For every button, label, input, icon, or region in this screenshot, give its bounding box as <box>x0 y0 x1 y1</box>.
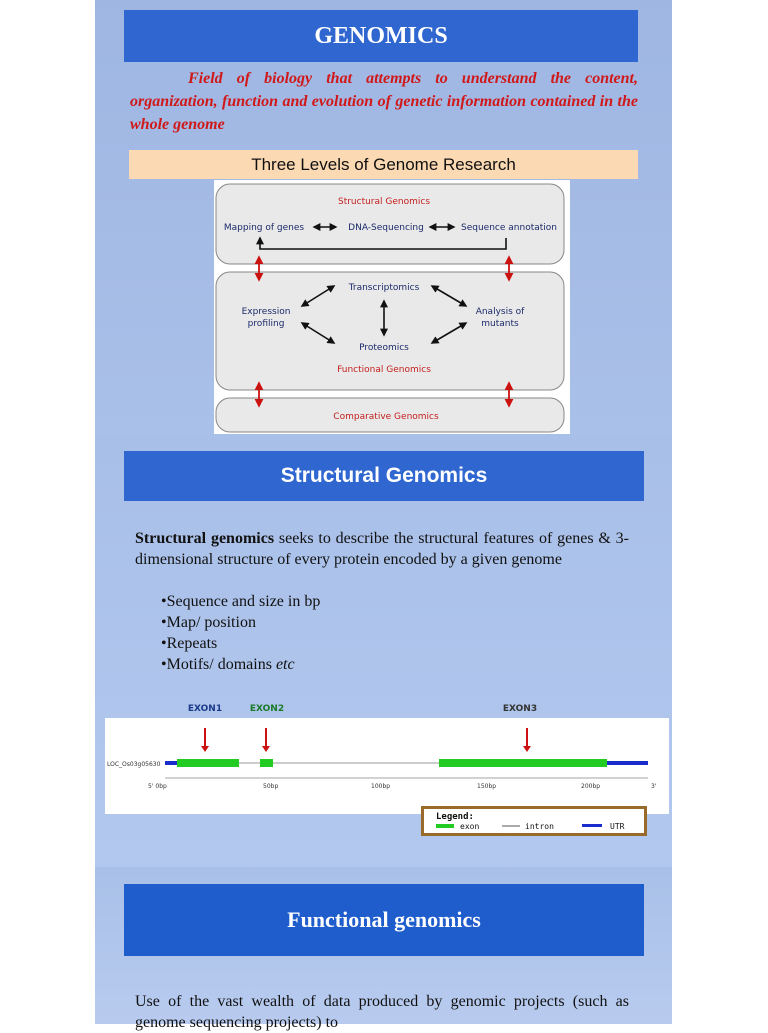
legend-exon-swatch <box>436 824 454 828</box>
list-item: Motifs/ domains etc <box>161 654 320 675</box>
proteomics-label: Proteomics <box>359 343 409 353</box>
structural-term: Structural genomics <box>135 530 275 547</box>
functional-description: Use of the vast wealth of data produced … <box>135 993 629 1031</box>
exon3-block <box>439 759 607 767</box>
slide-title: GENOMICS <box>124 10 638 62</box>
mapping-label: Mapping of genes <box>224 223 305 233</box>
slide-genomics: GENOMICS Field of biology that attempts … <box>95 0 672 434</box>
slide-title: Structural Genomics <box>124 451 644 501</box>
structural-description: Structural genomics seeks to describe th… <box>135 528 629 570</box>
comparative-box <box>215 397 565 433</box>
expression-label-1: Expression <box>242 307 291 317</box>
exon2-label: EXON2 <box>250 704 284 714</box>
levels-heading: Three Levels of Genome Research <box>129 150 638 179</box>
list-item: Repeats <box>161 633 320 654</box>
arrow-expression-proteomics <box>300 322 336 344</box>
legend-exon: exon <box>460 822 479 831</box>
legend-utr: UTR <box>610 822 625 831</box>
exon2-block <box>260 759 273 767</box>
arrow-proteomics-mutants <box>430 322 468 344</box>
functional-label: Functional Genomics <box>337 365 431 375</box>
tick-label: 50bp <box>263 783 278 790</box>
utr-5prime <box>165 761 177 765</box>
mutants-label-2: mutants <box>481 319 519 329</box>
tick-label: 150bp <box>477 783 496 790</box>
utr-3prime <box>607 761 648 765</box>
exon1-label: EXON1 <box>188 704 222 714</box>
list-item-italic: etc <box>275 656 295 673</box>
tick-label: 5' 0bp <box>148 783 167 790</box>
structural-label: Structural Genomics <box>338 197 430 207</box>
list-item: Sequence and size in bp <box>161 591 321 612</box>
tick-label: 100bp <box>371 783 390 790</box>
gene-structure-figure: EXON1 EXON2 EXON3 LOC_Os03g05630 5' 0bp <box>105 702 669 814</box>
exon1-block <box>177 759 239 767</box>
mutants-label-1: Analysis of <box>476 307 525 317</box>
expression-label-2: profiling <box>248 319 285 329</box>
arrow-feedback <box>256 236 507 250</box>
slide-structural-genomics: Structural Genomics Structural genomics … <box>95 434 672 867</box>
legend-utr-swatch <box>582 824 602 827</box>
tick-label: 200bp <box>581 783 600 790</box>
legend-intron: intron <box>525 822 554 831</box>
arrow-expression-transcriptomics <box>300 285 336 307</box>
slide-title: Functional genomics <box>124 884 644 956</box>
sequencing-label: DNA-Sequencing <box>348 223 424 233</box>
feature-list: Sequence and size in bp Map/ position Re… <box>161 591 321 675</box>
arrow-transcriptomics-mutants <box>430 285 468 307</box>
comparative-label: Comparative Genomics <box>333 412 439 422</box>
exon3-label: EXON3 <box>503 704 537 714</box>
transcriptomics-label: Transcriptomics <box>348 283 420 293</box>
genome-research-diagram: Structural Genomics Mapping of genes DNA… <box>214 180 570 434</box>
legend-title: Legend: <box>436 812 474 822</box>
list-item: Map/ position <box>161 612 320 633</box>
locus-label: LOC_Os03g05630 <box>107 761 161 768</box>
genomics-definition: Field of biology that attempts to unders… <box>130 70 638 133</box>
gene-legend: Legend: exon intron UTR <box>421 806 647 836</box>
slide-functional-genomics: Functional genomics Use of the vast weal… <box>95 867 672 1031</box>
tick-label: 3' <box>651 783 657 790</box>
structural-box <box>215 183 565 265</box>
annotation-label: Sequence annotation <box>461 223 557 233</box>
list-item-text: Motifs/ domains <box>166 656 276 673</box>
structural-description-rest: seeks to describe the structural feature… <box>135 530 629 568</box>
